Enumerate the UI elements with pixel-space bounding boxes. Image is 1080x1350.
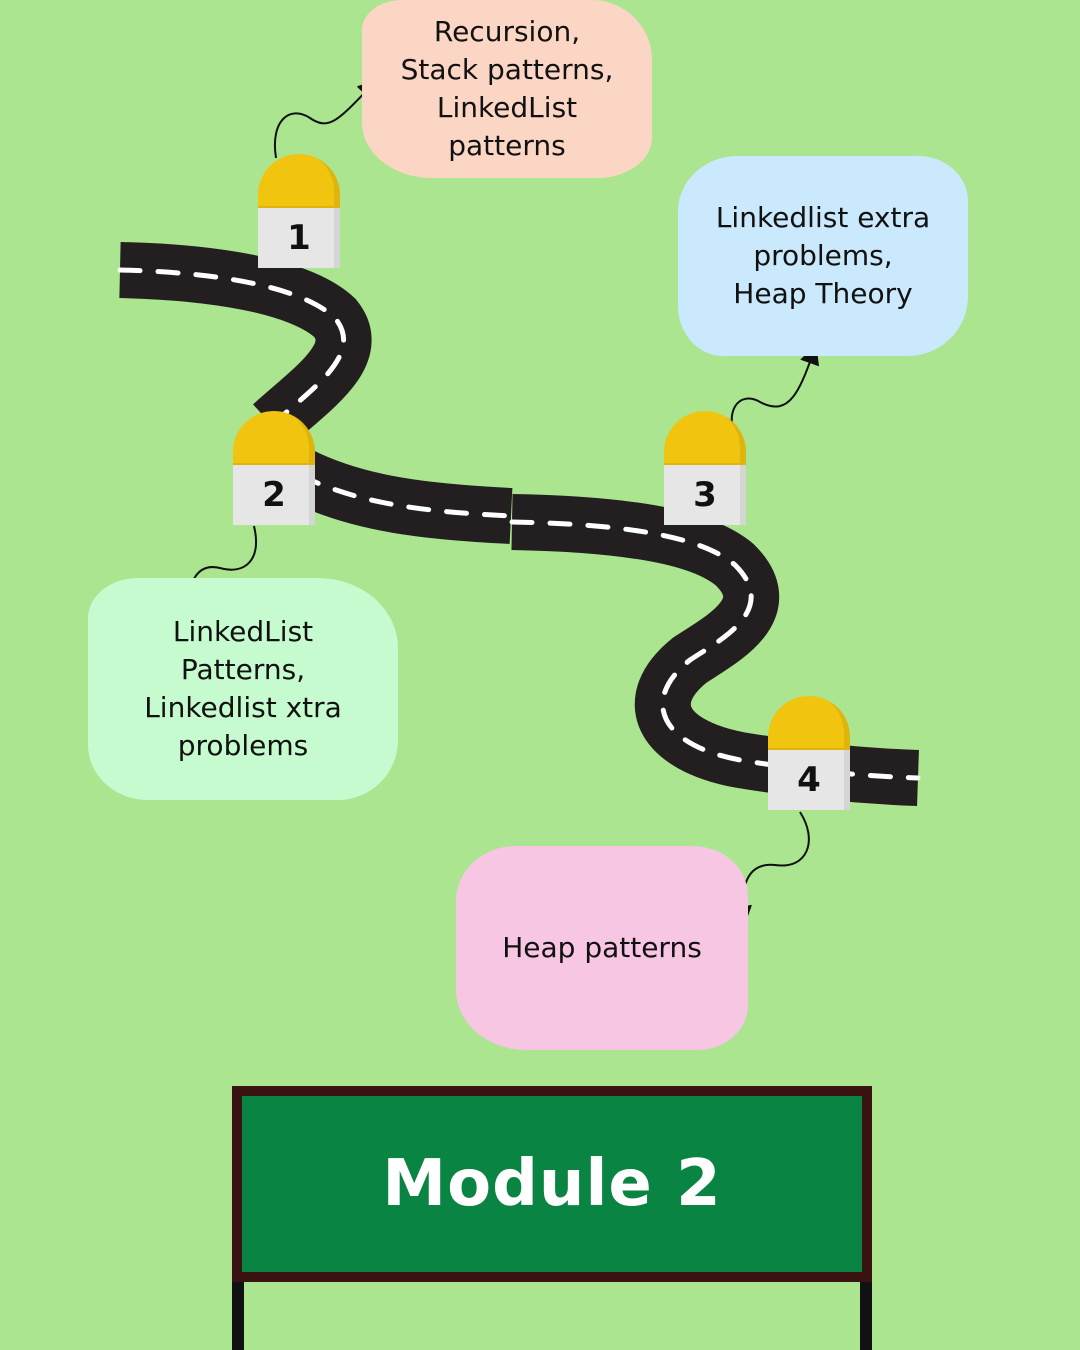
milestone-3-number: 3 bbox=[664, 465, 746, 525]
module-sign: Module 2 bbox=[232, 1086, 872, 1282]
road-segment-middle bbox=[287, 449, 514, 544]
milestone-3-cap bbox=[664, 411, 746, 467]
arrow-1 bbox=[273, 79, 378, 159]
milestone-2-text: LinkedList Patterns, Linkedlist xtra pro… bbox=[144, 615, 342, 762]
milestone-3-marker: 3 bbox=[664, 411, 746, 525]
milestone-2-marker: 2 bbox=[233, 411, 315, 525]
milestone-3-bubble: Linkedlist extra problems, Heap Theory bbox=[678, 156, 968, 356]
milestone-1-number: 1 bbox=[258, 208, 340, 268]
milestone-1-text: Recursion, Stack patterns, LinkedList pa… bbox=[400, 15, 614, 162]
milestone-1-bubble: Recursion, Stack patterns, LinkedList pa… bbox=[362, 0, 652, 178]
milestone-4-text: Heap patterns bbox=[502, 931, 702, 964]
milestone-4-bubble: Heap patterns bbox=[456, 846, 748, 1050]
arrow-3 bbox=[730, 344, 820, 451]
road-segment-lower bbox=[509, 494, 921, 806]
milestone-2-number: 2 bbox=[233, 465, 315, 525]
milestone-4-marker: 4 bbox=[768, 696, 850, 810]
milestone-1-cap bbox=[258, 154, 340, 210]
milestone-2-cap bbox=[233, 411, 315, 467]
milestone-4-cap bbox=[768, 696, 850, 752]
arrow-4 bbox=[732, 811, 810, 926]
road-segment-upper bbox=[117, 242, 372, 446]
module-title: Module 2 bbox=[382, 1147, 722, 1221]
milestone-3-text: Linkedlist extra problems, Heap Theory bbox=[715, 201, 931, 310]
milestone-1-marker: 1 bbox=[258, 154, 340, 268]
milestone-4-number: 4 bbox=[768, 750, 850, 810]
milestone-2-bubble: LinkedList Patterns, Linkedlist xtra pro… bbox=[88, 578, 398, 800]
